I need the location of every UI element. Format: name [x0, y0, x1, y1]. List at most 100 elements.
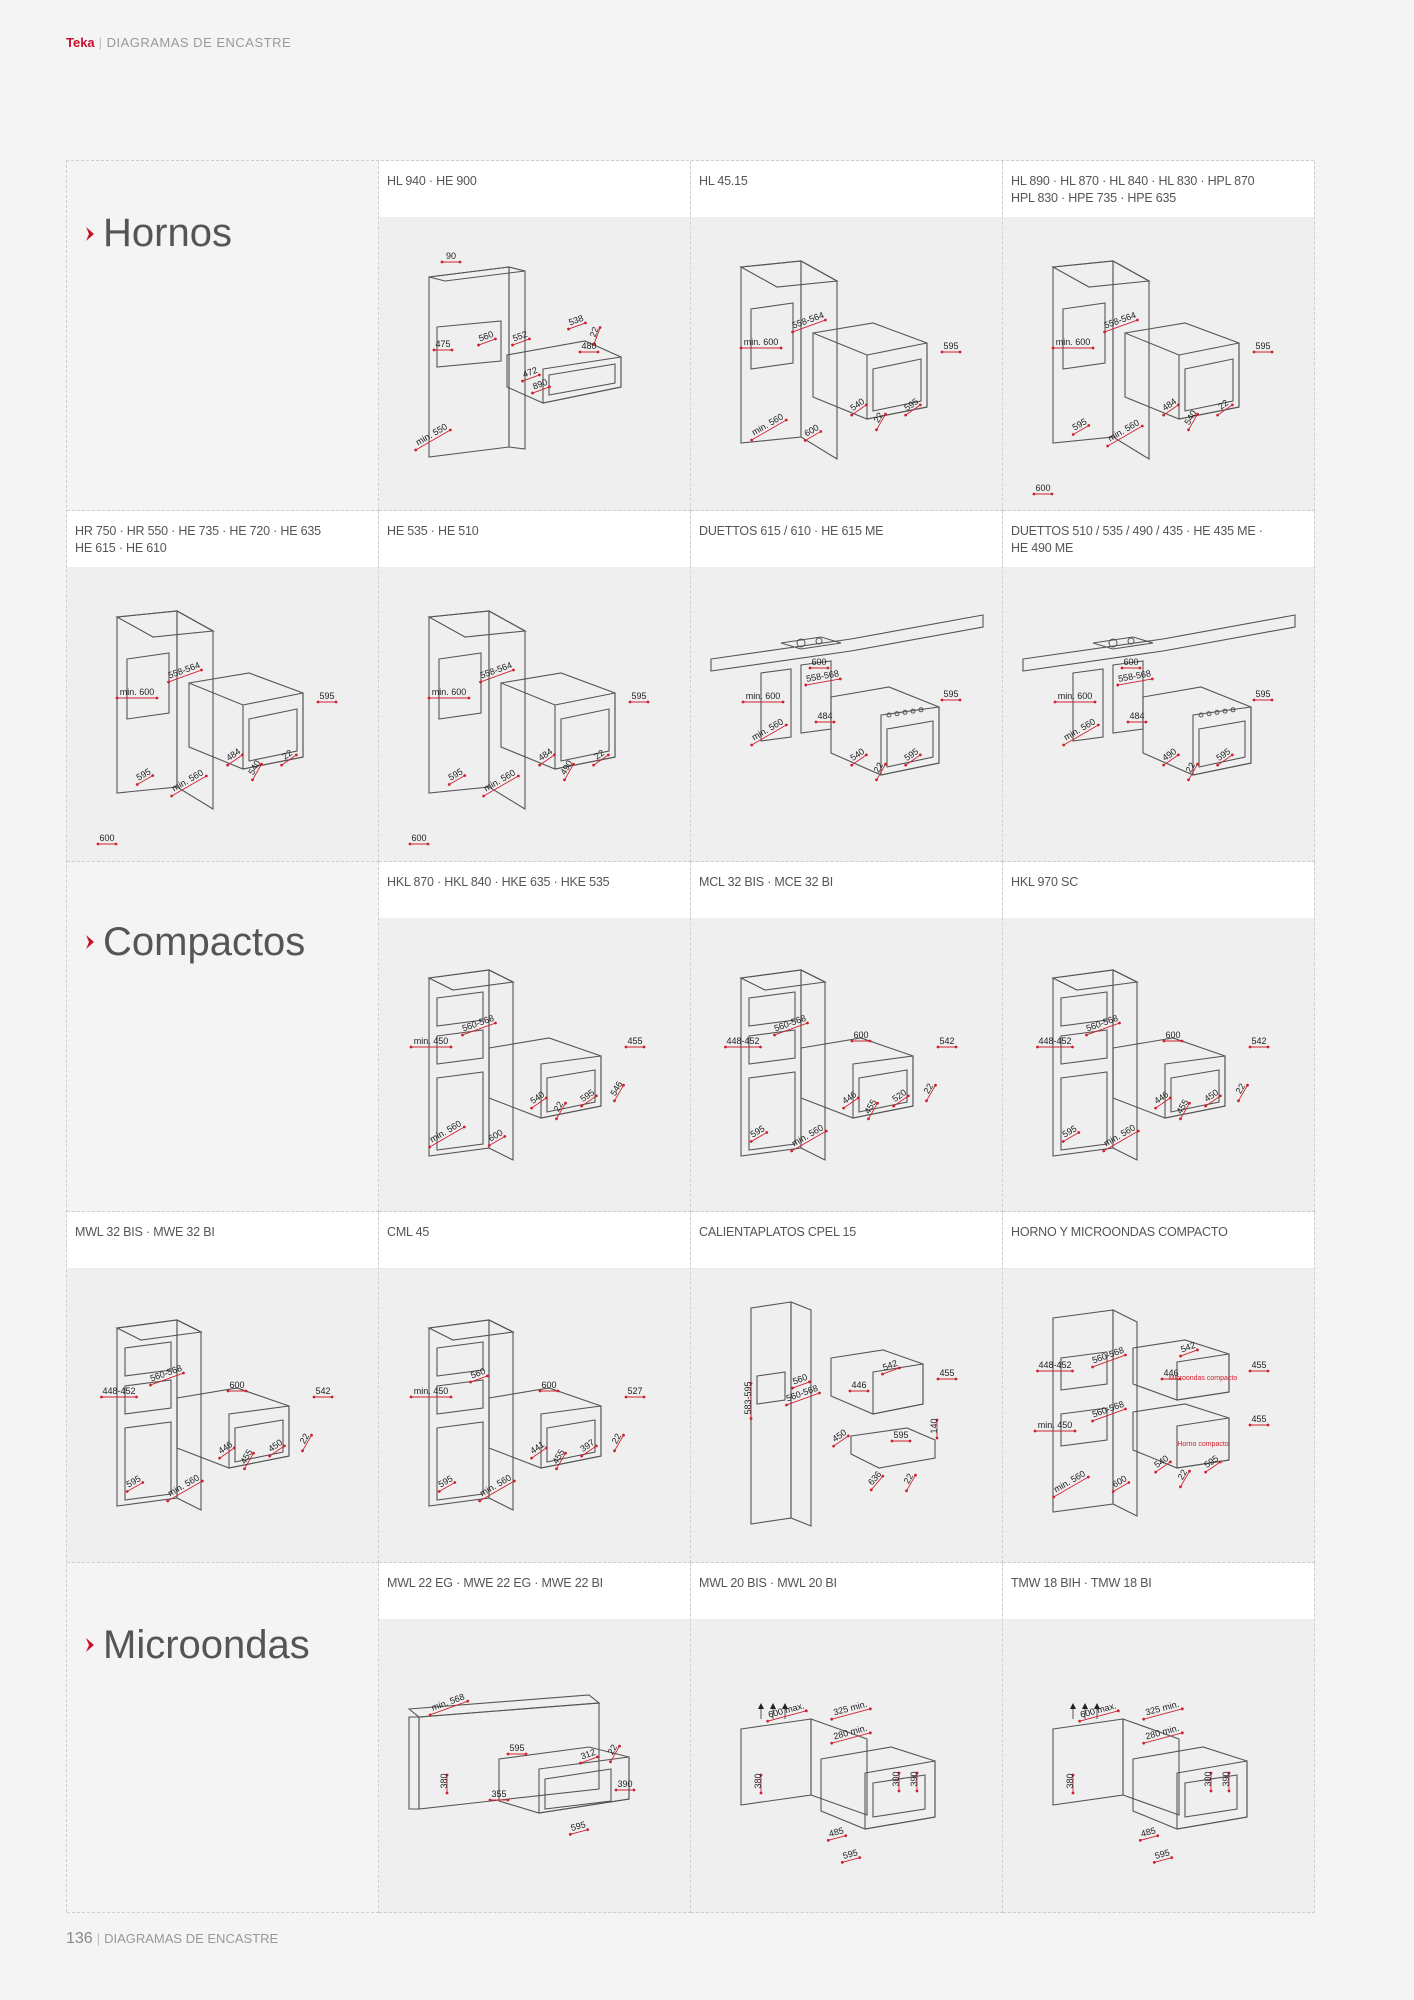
dimension-label: 380: [1065, 1773, 1075, 1788]
dimension-tick: [1061, 1139, 1065, 1143]
dimension-tick: [1116, 1708, 1120, 1712]
microwave-window: [1184, 1773, 1238, 1818]
oven-body: [1142, 686, 1252, 776]
dimension-tick: [251, 778, 254, 782]
dimension-tick: [1216, 764, 1220, 767]
dimension-tick: [1118, 1021, 1121, 1025]
dimension-line: [150, 1372, 184, 1386]
dimension-line: [564, 764, 574, 781]
dimension-label: 600: [1035, 483, 1050, 493]
dimension-line: [1062, 1131, 1080, 1142]
dimension-label: 484: [536, 747, 554, 764]
cabinet-niche: [124, 1379, 172, 1415]
model-label: HKL 870 · HKL 840 · HKE 635 · HKE 535: [379, 861, 690, 918]
dimension-tick: [567, 327, 570, 331]
dimension-label: 600: [229, 1380, 244, 1390]
dimension-label: 397: [578, 1437, 596, 1454]
dimension-label: 22: [1216, 398, 1230, 412]
dimension-tick: [449, 1045, 453, 1049]
microwave-front: [1176, 1353, 1230, 1401]
dimension-tick: [1230, 753, 1234, 757]
dimension-tick: [240, 753, 244, 757]
arrow-up-icon: [1094, 1702, 1100, 1709]
cabinet-niche: [436, 320, 502, 368]
appliance-body: [800, 1037, 914, 1119]
dimension-tick: [243, 1467, 246, 1471]
dimension-tick: [1179, 1485, 1182, 1489]
brand-logo: Teka: [66, 35, 95, 50]
dimension-tick: [151, 774, 155, 778]
dimension-label: 595: [124, 1473, 142, 1489]
appliance-body: [176, 1387, 290, 1469]
cabinet-side: [790, 1301, 812, 1527]
dimension-tick: [479, 680, 482, 684]
dimension-tick: [890, 1439, 894, 1443]
dimension-tick: [844, 1833, 848, 1837]
microwave-front: [1176, 1759, 1248, 1830]
page-footer: 136|DIAGRAMAS DE ENCASTRE: [66, 1930, 278, 1948]
dimension-label: 583-595: [743, 1382, 753, 1415]
dimension-tick: [1033, 1429, 1037, 1433]
dimension-label: 480: [581, 341, 596, 351]
model-label: CALIENTAPLATOS CPEL 15: [691, 1212, 1002, 1269]
dimension-label: 600: [802, 422, 820, 438]
dimension-tick: [1071, 1369, 1074, 1373]
dimension-tick: [934, 1083, 937, 1087]
dimension-tick: [904, 764, 908, 767]
model-label: DUETTOS 615 / 610 · HE 615 ME: [691, 511, 1002, 568]
dimension-label: 22: [610, 1432, 624, 1446]
dimension-line: [1117, 678, 1153, 686]
dimension-label: 560: [469, 1366, 487, 1381]
dimension-tick: [739, 346, 743, 350]
cabinet-side: [1112, 1309, 1138, 1518]
burner-icon: [815, 637, 823, 645]
dimension-tick: [904, 413, 908, 417]
dimension-line: [1217, 754, 1233, 766]
dimension-tick: [850, 413, 854, 417]
oven-body: [830, 686, 940, 776]
cabinet-top: [1051, 260, 1151, 288]
dimension-tick: [462, 1125, 466, 1129]
dimension-label: 600: [541, 1380, 556, 1390]
dimension-label: 484: [224, 747, 242, 764]
dimension-tick: [642, 1395, 646, 1399]
dimension-line: [532, 386, 550, 394]
dimension-label: 446: [216, 1439, 234, 1456]
oven-top-edge: [188, 682, 244, 706]
oven-front: [1192, 706, 1252, 777]
dimension-tick: [568, 1832, 572, 1836]
model-label: MWL 20 BIS · MWL 20 BI: [691, 1562, 1002, 1619]
dimension-tick: [449, 1395, 453, 1399]
dimension-label: 455: [1174, 1097, 1190, 1115]
dimension-label: 600: [1165, 1030, 1180, 1040]
dimension-label: 22: [280, 748, 294, 762]
dimension-line: [1154, 1856, 1172, 1863]
dimension-label: 595: [319, 691, 334, 701]
dimension-tick: [1188, 1469, 1191, 1473]
dimension-tick: [1209, 1771, 1213, 1774]
dimension-tick: [511, 343, 514, 347]
oven-front: [242, 692, 304, 771]
dimension-label: 600: [811, 657, 826, 667]
dimension-tick: [426, 842, 430, 846]
dimension-tick: [1142, 1741, 1146, 1745]
dimension-tick: [884, 412, 887, 416]
dimension-line: [480, 669, 514, 683]
dimension-tick: [114, 842, 118, 846]
dimension-tick: [1168, 1096, 1172, 1100]
dimension-line: [786, 1392, 820, 1406]
dimension-label: 390: [909, 1771, 919, 1786]
cabinet-box-side: [1122, 1717, 1180, 1816]
dimension-line: [868, 1102, 878, 1119]
knob-icon: [1206, 711, 1212, 717]
oven-front: [880, 706, 940, 777]
dimension-line: [1092, 1408, 1126, 1422]
dimension-tick: [548, 385, 551, 389]
dimension-tick: [516, 774, 520, 778]
dimension-tick: [1248, 1369, 1252, 1373]
